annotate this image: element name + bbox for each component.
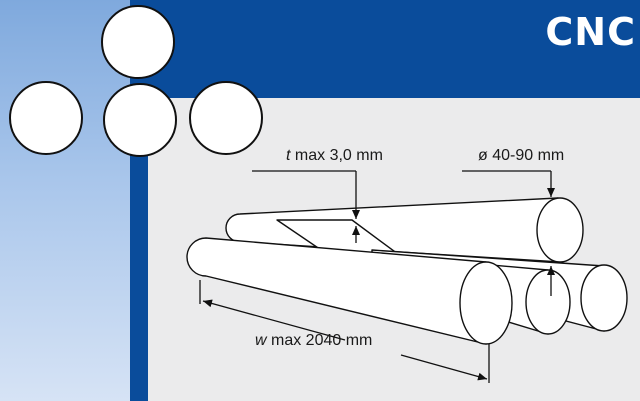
thickness-variable: t [286, 147, 291, 164]
length-value: max 2040 mm [266, 332, 373, 349]
length-arrow-left [202, 299, 346, 341]
length-variable: w [255, 332, 267, 349]
diameter-label: ø 40-90 mm [478, 147, 565, 164]
tube-front-body [186, 237, 487, 345]
tube-right-end [580, 264, 628, 332]
length-arrow-right [400, 354, 488, 381]
thickness-value: max 3,0 mm [290, 147, 383, 164]
vertical-blue-strip [130, 98, 148, 401]
length-label: w max 2040 mm [255, 331, 372, 351]
tube-top-end [536, 197, 584, 263]
page-title: CNC [545, 10, 636, 54]
tube-middle-end [525, 269, 571, 335]
thickness-label: t max 3,0 mm [286, 146, 383, 166]
tube-front-end [459, 261, 513, 345]
